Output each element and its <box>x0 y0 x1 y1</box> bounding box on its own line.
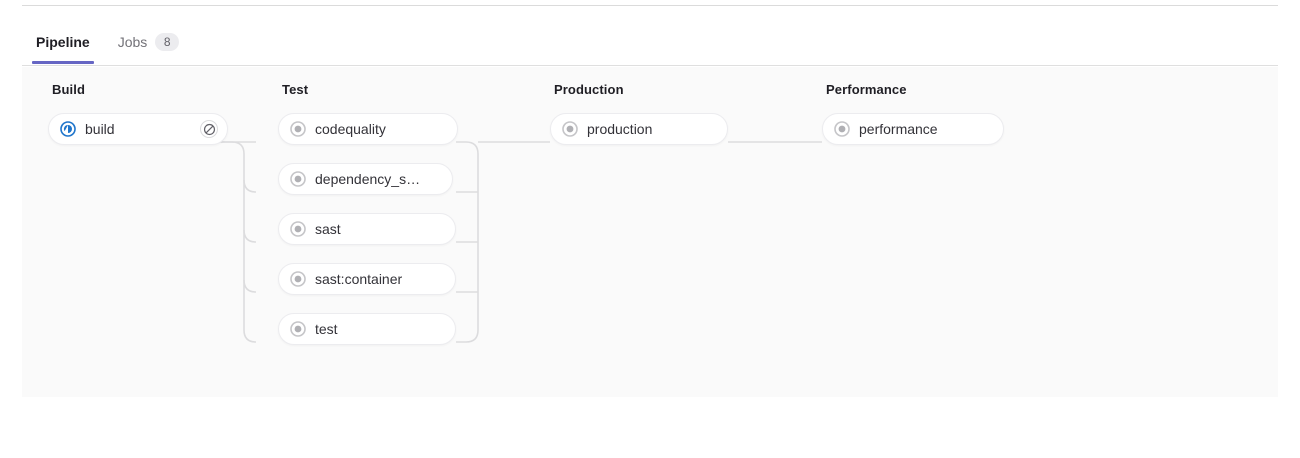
job-sast[interactable]: sast <box>278 213 456 245</box>
job-production[interactable]: production <box>550 113 728 145</box>
job-production-label: production <box>587 121 653 137</box>
status-running-icon <box>60 121 76 137</box>
status-created-icon <box>290 121 306 137</box>
job-performance[interactable]: performance <box>822 113 1004 145</box>
status-created-icon <box>290 221 306 237</box>
stage-build-title: Build <box>52 82 85 97</box>
job-sast-label: sast <box>315 221 341 237</box>
job-build-label: build <box>85 121 115 137</box>
stage-performance-job-list: performance <box>822 113 1004 145</box>
cancel-icon <box>203 123 215 135</box>
job-sast-container[interactable]: sast:container <box>278 263 456 295</box>
status-created-icon <box>562 121 578 137</box>
tab-pipeline-label: Pipeline <box>36 34 90 50</box>
stage-test: Test codequality dependency_s… <box>278 81 458 345</box>
tab-jobs-label: Jobs <box>117 34 148 50</box>
cancel-job-button[interactable] <box>200 120 218 138</box>
status-created-icon <box>290 171 306 187</box>
top-divider <box>22 5 1278 6</box>
job-codequality[interactable]: codequality <box>278 113 458 145</box>
stage-build: Build build <box>48 81 228 145</box>
tab-jobs-count-badge: 8 <box>155 33 180 51</box>
status-created-icon <box>290 271 306 287</box>
stage-performance-title: Performance <box>826 82 907 97</box>
stage-production-title: Production <box>554 82 624 97</box>
job-build[interactable]: build <box>48 113 228 145</box>
tab-jobs[interactable]: Jobs 8 <box>104 22 194 64</box>
job-sast-container-label: sast:container <box>315 271 403 287</box>
job-test[interactable]: test <box>278 313 456 345</box>
stage-production-job-list: production <box>550 113 728 145</box>
tab-bar-divider <box>22 65 1278 66</box>
tab-pipeline[interactable]: Pipeline <box>22 22 104 64</box>
stage-build-job-list: build <box>48 113 228 145</box>
job-performance-label: performance <box>859 121 938 137</box>
tab-active-indicator <box>32 61 94 64</box>
job-test-label: test <box>315 321 338 337</box>
tab-list: Pipeline Jobs 8 <box>22 22 193 66</box>
stage-test-title: Test <box>282 82 309 97</box>
job-dependency-scanning-label: dependency_s… <box>315 171 421 187</box>
job-dependency-scanning[interactable]: dependency_s… <box>278 163 453 195</box>
status-created-icon <box>834 121 850 137</box>
stage-performance: Performance performance <box>822 81 1004 145</box>
tab-bar: Pipeline Jobs 8 <box>0 22 1300 66</box>
stage-test-job-list: codequality dependency_s… sast <box>278 113 458 345</box>
status-created-icon <box>290 321 306 337</box>
stage-production: Production production <box>550 81 728 145</box>
job-codequality-label: codequality <box>315 121 386 137</box>
pipeline-graph-panel: Build build Test <box>22 67 1278 397</box>
